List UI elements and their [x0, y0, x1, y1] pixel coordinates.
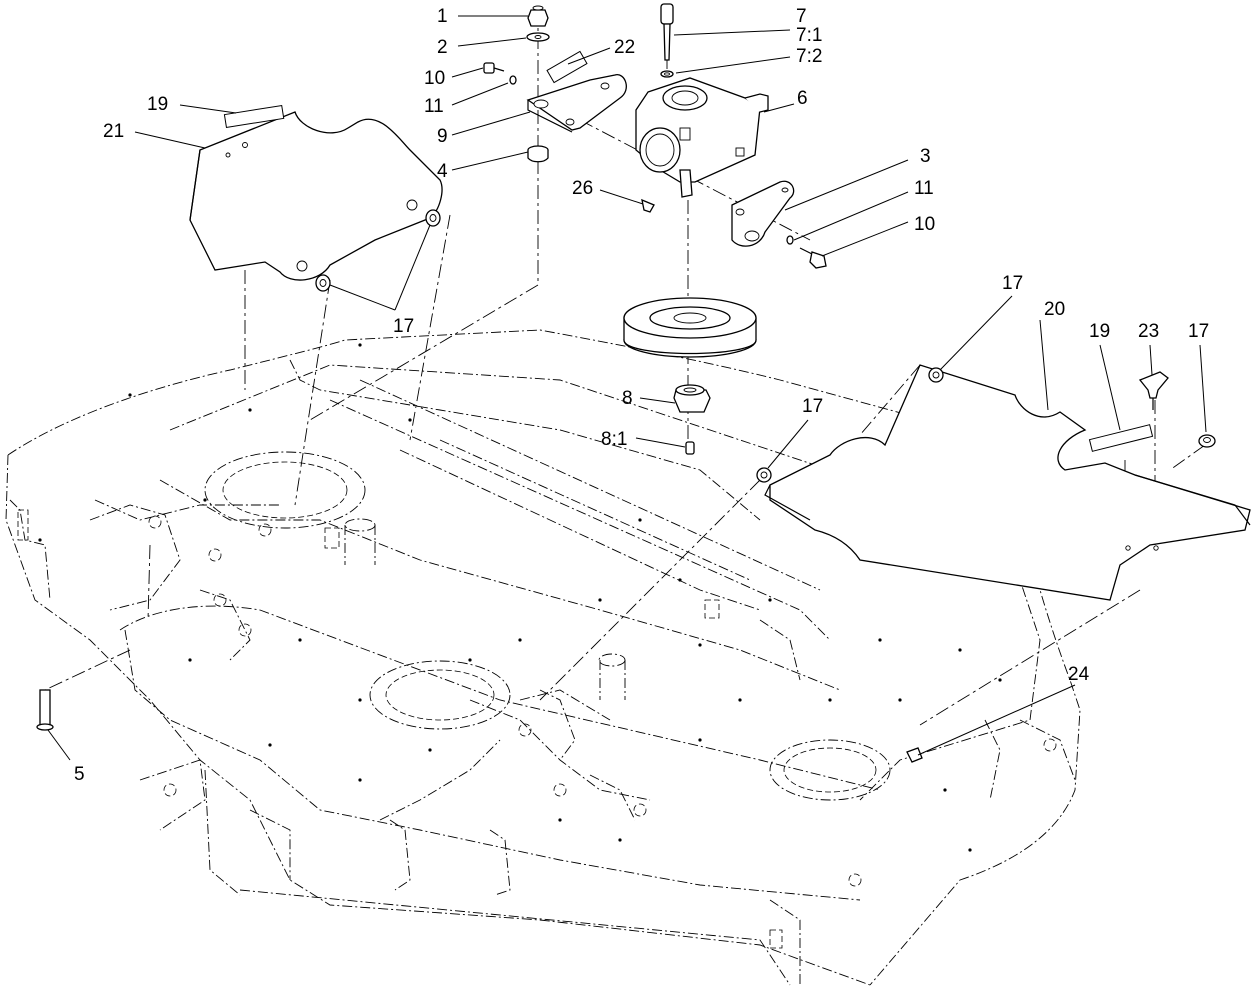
- callout-5: 5: [74, 764, 85, 785]
- callout-22: 22: [614, 37, 635, 58]
- callout-11-right: 11: [914, 178, 934, 199]
- callout-17-top-right: 17: [1002, 273, 1023, 294]
- dipstick: [660, 3, 674, 78]
- callout-2: 2: [437, 37, 448, 58]
- callout-11: 11: [424, 96, 444, 117]
- callout-4: 4: [437, 161, 448, 182]
- leader-lines: [47, 15, 1207, 761]
- callout-7: 7: [796, 6, 807, 27]
- callout-10: 10: [424, 68, 445, 89]
- nut-washer-stack: [526, 5, 550, 42]
- clip-24: [906, 747, 923, 763]
- callout-23: 23: [1138, 321, 1159, 342]
- decal-22: [546, 50, 588, 84]
- bolt-5: [36, 689, 54, 731]
- bolt-washer-right: [786, 235, 827, 269]
- grommet: [527, 145, 549, 163]
- callout-20: 20: [1044, 299, 1065, 320]
- callout-1: 1: [437, 6, 448, 27]
- callout-3: 3: [920, 146, 931, 167]
- mount-bracket-right: [731, 180, 795, 247]
- callout-7-2: 7:2: [796, 46, 822, 67]
- callout-9: 9: [437, 126, 448, 147]
- pulley: [623, 297, 757, 358]
- callout-labels: 1 2 10 11 9 4 22 7 7:1 7:2 6 3 11 10 26 …: [74, 6, 1209, 785]
- callout-17-far-right: 17: [1188, 321, 1209, 342]
- gearbox: [635, 77, 769, 198]
- right-cover-bushings: [756, 367, 1216, 483]
- left-cover-bushings: [315, 209, 441, 292]
- callout-7-1: 7:1: [796, 25, 822, 46]
- right-belt-cover: [764, 364, 1251, 601]
- callout-24: 24: [1068, 664, 1090, 685]
- deck-holes: [38, 343, 1002, 852]
- taper-bushing: [673, 384, 711, 455]
- mount-bracket-left: [526, 74, 627, 133]
- callout-21: 21: [103, 121, 124, 142]
- callout-17-left: 17: [393, 316, 414, 337]
- callout-26: 26: [572, 178, 593, 199]
- callout-17-mid: 17: [802, 396, 823, 417]
- callout-8: 8: [622, 388, 633, 409]
- callout-10-right: 10: [914, 214, 935, 235]
- pin-26: [641, 198, 655, 213]
- left-belt-cover: [189, 104, 443, 281]
- callout-19-left: 19: [147, 94, 168, 115]
- decal-19-left: [223, 104, 285, 129]
- callout-19-right: 19: [1089, 321, 1110, 342]
- explode-axes: [44, 10, 1206, 726]
- callout-6: 6: [797, 88, 808, 109]
- callout-8-1: 8:1: [601, 429, 627, 450]
- decal-19-right: [1088, 424, 1154, 452]
- knob: [1138, 371, 1169, 410]
- bolt-washer-left: [483, 62, 517, 85]
